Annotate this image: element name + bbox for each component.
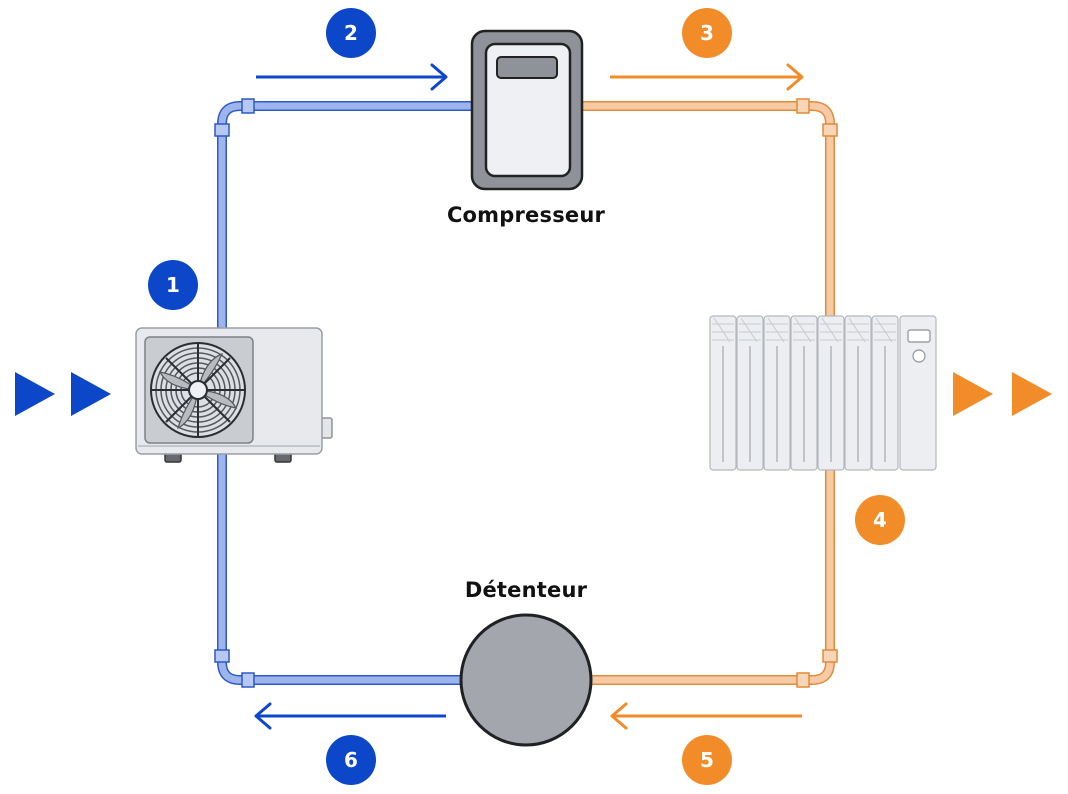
pipe-fitting — [822, 123, 838, 137]
pipe-fitting — [822, 649, 838, 663]
outdoor-unit-icon — [135, 327, 333, 463]
pipe-fitting — [241, 672, 255, 688]
cold-air-intake-arrows-icon — [15, 372, 111, 416]
flow-arrow-from-valve — [254, 702, 446, 730]
step-badge-5: 5 — [682, 735, 732, 785]
expansion-valve-icon — [459, 613, 593, 747]
pipe-fitting — [214, 123, 230, 137]
radiator-icon — [709, 315, 937, 471]
pipe-fitting — [796, 672, 810, 688]
heat-output-arrows-icon — [953, 372, 1052, 416]
pipe-fitting — [214, 649, 230, 663]
pipe-fitting — [241, 98, 255, 114]
compressor-icon — [470, 29, 584, 191]
step-badge-3: 3 — [682, 8, 732, 58]
step-badge-6: 6 — [326, 735, 376, 785]
flow-arrow-from-compressor — [610, 63, 804, 91]
step-badge-2: 2 — [326, 8, 376, 58]
flow-arrow-to-valve — [610, 702, 802, 730]
step-badge-4: 4 — [855, 495, 905, 545]
flow-arrow-to-compressor — [256, 63, 448, 91]
step-badge-1: 1 — [148, 260, 198, 310]
expansion-valve-label: Détenteur — [464, 578, 588, 602]
compressor-label: Compresseur — [446, 203, 606, 227]
pipe-fitting — [796, 98, 810, 114]
